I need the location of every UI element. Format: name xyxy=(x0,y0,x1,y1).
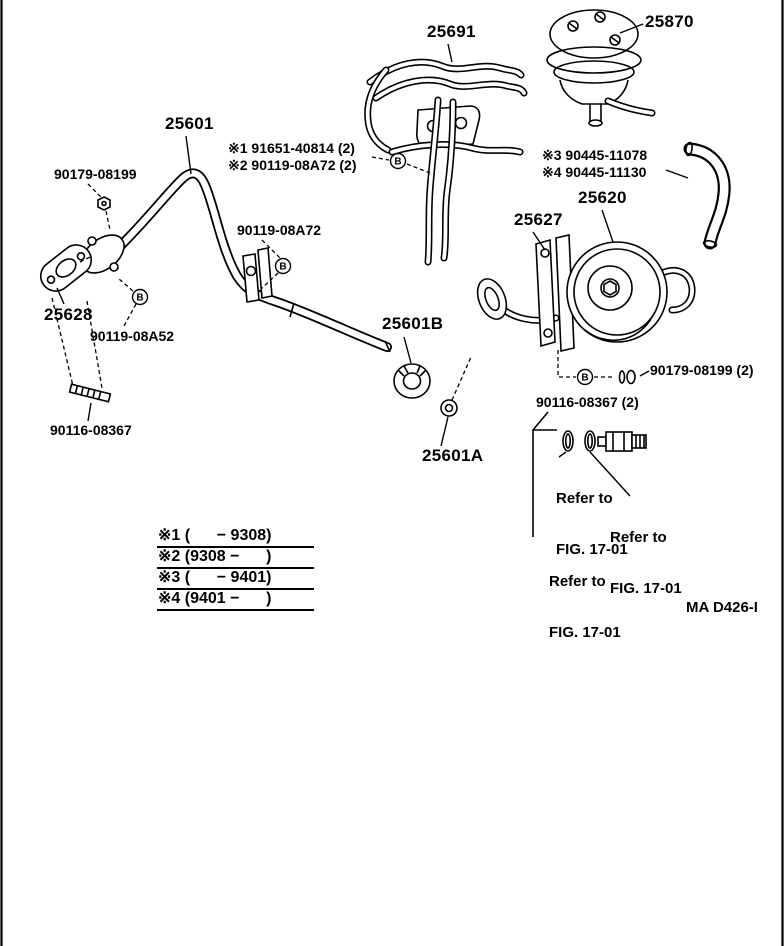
refer-note-3-line1: Refer to xyxy=(549,573,606,590)
label-part-25627: 25627 xyxy=(514,210,563,229)
washer-25601A-drawing xyxy=(440,399,458,417)
label-part-25601A: 25601A xyxy=(422,446,484,465)
assembly-dashed-lines xyxy=(51,156,615,401)
refer-note-2-line2: FIG. 17-01 xyxy=(610,580,682,597)
pipe-bracket-drawing xyxy=(242,247,273,303)
refer-note-3: Refer to FIG. 17-01 xyxy=(549,539,621,675)
label-bolt-90119-08A52: 90119-08A52 xyxy=(90,328,175,344)
label-ref2-90119-08A72: ※2 90119-08A72 (2) xyxy=(228,157,357,173)
bolt-marker-B2-letter: B xyxy=(279,262,286,273)
label-part-25628: 25628 xyxy=(44,305,93,324)
label-part-25691: 25691 xyxy=(427,22,476,41)
label-ref1-91651-40814: ※1 91651-40814 (2) xyxy=(228,140,355,156)
egr-pipe-25601-drawing xyxy=(109,168,392,353)
label-part-25870: 25870 xyxy=(645,12,694,31)
union-fitting-drawing xyxy=(532,411,647,537)
bolt-marker-B2: B xyxy=(274,257,292,275)
label-part-25620: 25620 xyxy=(578,188,627,207)
stud-bolt-drawing xyxy=(68,383,112,403)
label-ref3-90445-11078: ※3 90445-11078 xyxy=(542,147,648,163)
vacuum-hose-drawing xyxy=(683,141,731,250)
label-nut-90179-08199-2: 90179-08199 (2) xyxy=(650,362,754,378)
refer-note-3-line2: FIG. 17-01 xyxy=(549,624,621,641)
refer-note-1-line2: FIG. 17-01 xyxy=(556,541,628,558)
label-stud-90116-08367-2: 90116-08367 (2) xyxy=(536,394,639,410)
refer-note-1: Refer to FIG. 17-01 xyxy=(556,456,628,592)
hex-nut-drawing xyxy=(97,196,111,211)
figure-code: MA D426-I xyxy=(686,599,758,616)
refer-note-2: Refer to FIG. 17-01 xyxy=(610,495,682,631)
label-part-25601: 25601 xyxy=(165,114,214,133)
egr-unit-25620-drawing xyxy=(476,234,696,352)
refer-note-2-line1: Refer to xyxy=(610,529,667,546)
pipe-25627-plate xyxy=(535,238,556,348)
bolt-marker-B1-letter: B xyxy=(394,157,401,168)
leader-lines xyxy=(56,23,689,497)
bolt-marker-B4-letter: B xyxy=(581,373,588,384)
bolt-marker-B4: B xyxy=(576,368,594,386)
vacuum-modulator-25870-drawing xyxy=(546,9,656,127)
legend-row-4: ※4 (9401 − ) xyxy=(157,590,314,611)
grommet-25601B-drawing xyxy=(393,363,431,399)
label-stud-90116-08367: 90116-08367 xyxy=(50,422,132,438)
label-nut-90179-08199: 90179-08199 xyxy=(54,166,137,182)
label-part-25601B: 25601B xyxy=(382,314,444,333)
label-bolt-90119-08A72: 90119-08A72 xyxy=(237,222,322,238)
refer-note-1-line1: Refer to xyxy=(556,490,613,507)
legend-row-3: ※3 ( − 9401) xyxy=(157,569,314,590)
vacuum-pipe-assembly-25691-drawing xyxy=(364,58,528,266)
label-ref4-90445-11130: ※4 90445-11130 xyxy=(542,164,647,180)
bolt-marker-B3-letter: B xyxy=(136,293,143,304)
gasket-25628-drawing xyxy=(39,244,93,292)
bolt-marker-B3: B xyxy=(131,288,149,306)
legend-row-2: ※2 (9308 − ) xyxy=(157,548,314,569)
legend-row-1: ※1 ( − 9308) xyxy=(157,527,314,548)
model-year-legend: ※1 ( − 9308) ※2 (9308 − ) ※3 ( − 9401) ※… xyxy=(157,527,314,611)
bolt-marker-B1: B xyxy=(389,152,407,170)
washer-nut-icons xyxy=(618,369,636,385)
